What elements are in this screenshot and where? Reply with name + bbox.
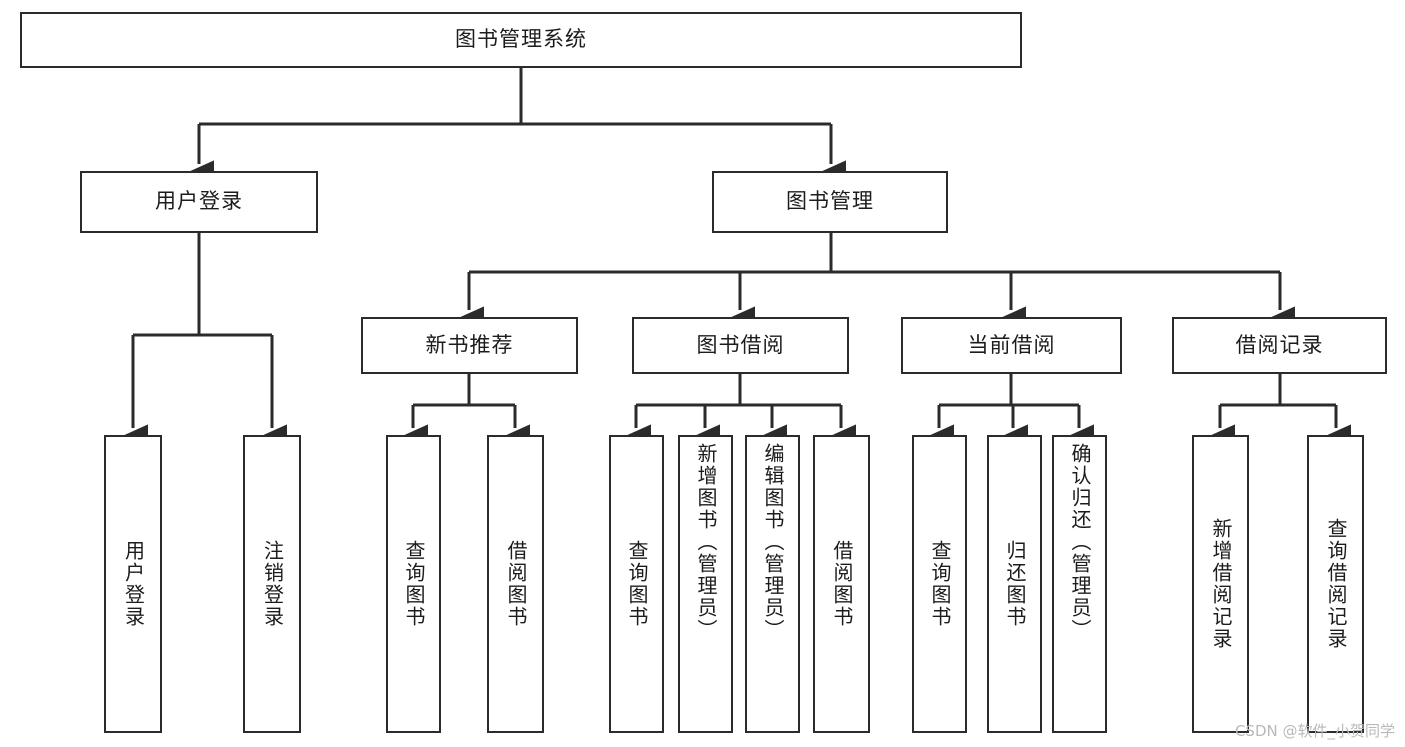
node-book-management[interactable]: 图书管理 — [712, 171, 948, 233]
node-label: 新书推荐 — [425, 332, 514, 357]
node-label: 查询图书 — [625, 540, 649, 628]
node-current-borrow[interactable]: 当前借阅 — [901, 317, 1122, 374]
node-label: 新增借阅记录 — [1209, 518, 1233, 650]
leaf-query-borrow-record[interactable]: 查询借阅记录 — [1307, 435, 1364, 733]
node-user-login[interactable]: 用户登录 — [80, 171, 318, 233]
node-label: 编辑图书（管理员） — [761, 443, 785, 641]
leaf-user-logout[interactable]: 注销登录 — [243, 435, 301, 733]
leaf-edit-book-admin[interactable]: 编辑图书（管理员） — [745, 435, 800, 733]
node-label: 图书管理系统 — [455, 27, 587, 52]
leaf-borrow-books-borrow[interactable]: 借阅图书 — [813, 435, 870, 733]
node-label: 新增图书（管理员） — [694, 443, 718, 641]
leaf-query-books-borrow[interactable]: 查询图书 — [609, 435, 664, 733]
node-root-book-management-system[interactable]: 图书管理系统 — [20, 12, 1022, 68]
node-label: 查询图书 — [928, 540, 952, 628]
node-label: 用户登录 — [121, 540, 146, 628]
node-label: 借阅图书 — [504, 540, 528, 628]
node-label: 查询图书 — [402, 540, 426, 628]
node-label: 图书管理 — [786, 189, 874, 214]
node-label: 确认归还（管理员） — [1068, 443, 1092, 641]
node-label: 查询借阅记录 — [1324, 518, 1348, 650]
node-new-book-recommend[interactable]: 新书推荐 — [361, 317, 578, 374]
leaf-query-books-current[interactable]: 查询图书 — [912, 435, 967, 733]
node-borrow-records[interactable]: 借阅记录 — [1172, 317, 1387, 374]
leaf-confirm-return-admin[interactable]: 确认归还（管理员） — [1052, 435, 1107, 733]
watermark-text: CSDN @软件_小贺同学 — [1234, 722, 1395, 740]
leaf-add-book-admin[interactable]: 新增图书（管理员） — [678, 435, 733, 733]
leaf-return-books[interactable]: 归还图书 — [987, 435, 1042, 733]
node-label: 借阅记录 — [1235, 332, 1324, 357]
node-label: 当前借阅 — [967, 332, 1056, 357]
node-label: 注销登录 — [260, 540, 285, 628]
leaf-add-borrow-record[interactable]: 新增借阅记录 — [1192, 435, 1249, 733]
node-label: 归还图书 — [1003, 540, 1027, 628]
leaf-borrow-books-newbook[interactable]: 借阅图书 — [487, 435, 544, 733]
node-label: 图书借阅 — [696, 332, 785, 357]
node-label: 借阅图书 — [830, 540, 854, 628]
leaf-user-login[interactable]: 用户登录 — [104, 435, 162, 733]
node-book-borrow[interactable]: 图书借阅 — [632, 317, 849, 374]
leaf-query-books-newbook[interactable]: 查询图书 — [386, 435, 441, 733]
node-label: 用户登录 — [155, 189, 243, 214]
